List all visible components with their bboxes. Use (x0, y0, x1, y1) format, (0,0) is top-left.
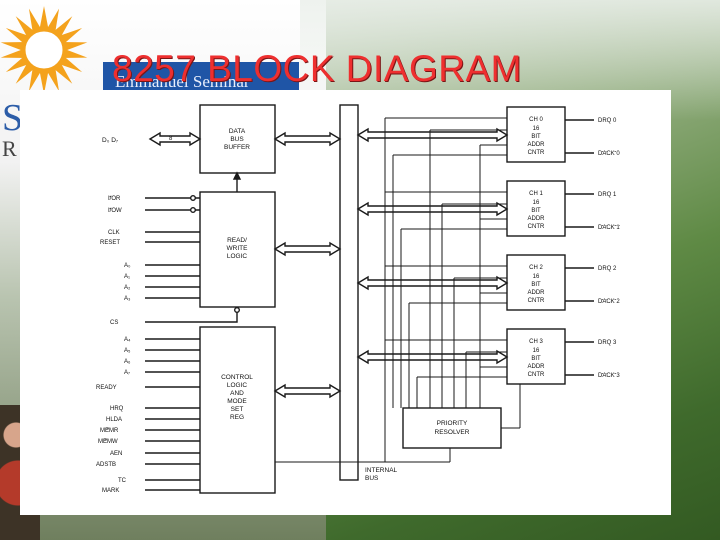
priority-resolver-line-1: PRIORITY (437, 420, 468, 427)
channel-2-dack-label: DACK 2 (598, 299, 620, 305)
channel-1-line-5: CNTR (528, 224, 545, 230)
control-logic-line-1: CONTROL (221, 374, 253, 381)
channel-1-drq-label: DRQ 1 (598, 192, 617, 198)
logo-fragment: S R (2, 98, 23, 160)
block-diagram-svg: DATA BUS BUFFER READ/ WRITE LOGIC CONTRO… (96, 104, 620, 494)
channel-3-line-5: CNTR (528, 372, 545, 378)
read-write-logic-line-2: WRITE (227, 245, 249, 252)
channel-3-drq-label: DRQ 3 (598, 340, 617, 346)
channel-2-drq-label: DRQ 2 (598, 266, 617, 272)
channel-0-line-2: 16 (533, 126, 540, 132)
data-bus-buffer-line-2: BUS (230, 136, 244, 143)
a2-label: A₂ (124, 285, 131, 291)
control-logic-line-4: MODE (227, 398, 247, 405)
priority-resolver-block (402, 407, 502, 449)
buffer-rw-arrowhead (232, 171, 242, 180)
data-bus-buffer-line-1: DATA (229, 128, 246, 135)
a6-label: A₆ (124, 359, 131, 365)
priority-connection-lines (275, 117, 521, 463)
hlda-label: HLDA (106, 417, 122, 423)
a4-label: A₄ (124, 337, 131, 343)
rw-bus-arrow (273, 241, 342, 257)
internal-bus-label-line-1: INTERNAL (365, 467, 398, 474)
channel-1-bus-arrow (356, 201, 509, 217)
control-logic-block (199, 326, 276, 494)
ready-label: READY (96, 385, 117, 391)
channel-1-line-4: ADDR (527, 216, 545, 222)
tc-label: TC (118, 478, 127, 484)
mark-label: MARK (102, 488, 119, 494)
internal-bus (339, 104, 359, 481)
channel-2-line-1: CH 2 (529, 265, 543, 271)
reset-label: RESET (100, 240, 120, 246)
channel-2-line-3: BIT (531, 282, 541, 288)
channel-0-line-4: ADDR (527, 142, 545, 148)
control-logic-line-2: LOGIC (227, 382, 248, 389)
channel-1-line-2: 16 (533, 200, 540, 206)
iow-bubble (189, 206, 196, 213)
logo-letter: S (2, 97, 24, 139)
channel-0-line-1: CH 0 (529, 117, 543, 123)
cs-label: CS (110, 320, 118, 326)
logo-letter-small: R (2, 136, 17, 161)
ior-bubble (189, 194, 196, 201)
data-input-arrow (148, 131, 202, 147)
memw-label: MEMW (98, 439, 118, 445)
channel-1-dack-label: DACK 1 (598, 225, 620, 231)
aen-label: AEN (110, 451, 122, 457)
channel-3-line-4: ADDR (527, 364, 545, 370)
channel-0-line-5: CNTR (528, 150, 545, 156)
priority-resolver-line-2: RESOLVER (435, 429, 470, 436)
internal-bus-label-line-2: BUS (365, 475, 379, 482)
cs-line (145, 312, 238, 323)
channel-1-line-1: CH 1 (529, 191, 543, 197)
memr-label: MEMR (100, 428, 119, 434)
cs-bubble (233, 306, 240, 313)
adstb-label: ADSTB (96, 462, 116, 468)
channel-3-line-2: 16 (533, 348, 540, 354)
data-bus-buffer-line-3: BUFFER (224, 144, 250, 151)
read-write-logic-line-1: READ/ (227, 237, 247, 244)
channel-2-line-5: CNTR (528, 298, 545, 304)
channel-0-bus-arrow (356, 127, 509, 143)
channel-3-line-1: CH 3 (529, 339, 543, 345)
control-logic-line-6: REG (230, 414, 244, 421)
channel-0-line-3: BIT (531, 134, 541, 140)
channel-2-line-4: ADDR (527, 290, 545, 296)
block-diagram: DATA BUS BUFFER READ/ WRITE LOGIC CONTRO… (20, 90, 671, 515)
channel-1-line-3: BIT (531, 208, 541, 214)
ior-label: I/OR (108, 196, 121, 202)
a7-label: A₇ (124, 370, 130, 376)
banner-text: Emmanuel Seminar (115, 72, 250, 91)
a5-label: A₅ (124, 348, 131, 354)
clk-label: CLK (108, 230, 120, 236)
sun-logo-icon (0, 6, 88, 94)
channel-3-dack-label: DACK 3 (598, 373, 620, 379)
slide-title: 8257 BLOCK DIAGRAM (112, 48, 522, 89)
channel-0-dack-label: DACK 0 (598, 151, 620, 157)
a0-label: A₀ (124, 263, 131, 269)
hrq-label: HRQ (110, 406, 124, 412)
buffer-bus-arrow (273, 131, 342, 147)
iow-label: I/OW (108, 208, 122, 214)
control-logic-line-5: SET (231, 406, 244, 413)
a1-label: A₁ (124, 274, 130, 280)
channel-0-drq-label: DRQ 0 (598, 118, 617, 124)
channel-3-line-3: BIT (531, 356, 541, 362)
read-write-logic-line-3: LOGIC (227, 253, 248, 260)
logo-banner: Emmanuel Seminar (103, 62, 299, 92)
control-bus-arrow (273, 383, 342, 399)
control-logic-line-3: AND (230, 390, 244, 397)
a3-label: A₃ (124, 296, 131, 302)
data-input-label: D₀ D₇ (102, 137, 118, 144)
bus-width-label: 8 (169, 136, 173, 142)
channel-2-line-2: 16 (533, 274, 540, 280)
channel-3-bus-arrow (356, 349, 509, 365)
channel-2-bus-arrow (356, 275, 509, 291)
